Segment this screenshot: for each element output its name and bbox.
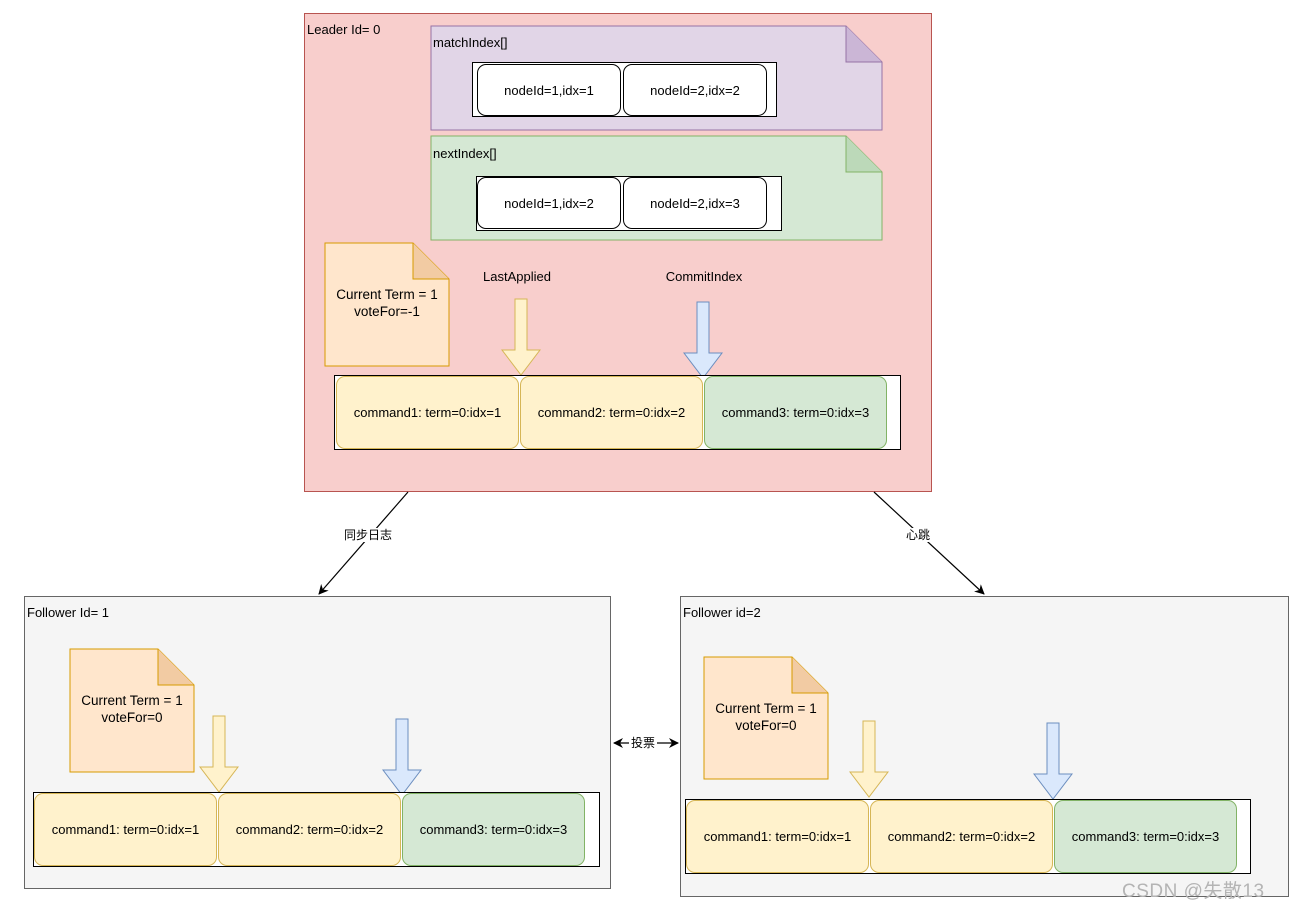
follower-1-last-applied-arrow xyxy=(198,715,240,793)
match-index-title: matchIndex[] xyxy=(433,35,508,50)
watermark: CSDN @失散13 xyxy=(1122,881,1265,902)
leader-current-term: Current Term = 1 xyxy=(336,287,438,302)
follower-1-log-entry: command1: term=0:idx=1 xyxy=(34,793,217,866)
follower-2-commit-index-arrow xyxy=(1032,722,1074,800)
match-index-cell: nodeId=2,idx=2 xyxy=(623,64,767,116)
leader-log-entry: command2: term=0:idx=2 xyxy=(520,376,703,449)
next-index-title: nextIndex[] xyxy=(433,146,497,161)
match-index-cell: nodeId=1,idx=1 xyxy=(477,64,621,116)
leader-vote-for: voteFor=-1 xyxy=(354,304,420,319)
sync-log-label: 同步日志 xyxy=(342,528,395,542)
follower-1-commit-index-arrow xyxy=(381,718,423,796)
follower-2-log-entry: command1: term=0:idx=1 xyxy=(686,800,869,873)
next-index-cell: nodeId=1,idx=2 xyxy=(477,177,621,229)
follower-2-last-applied-arrow xyxy=(848,720,890,798)
follower-1-log-entry: command2: term=0:idx=2 xyxy=(218,793,401,866)
vote-label: 投票 xyxy=(629,736,658,750)
follower-2-state-note: Current Term = 1 voteFor=0 xyxy=(704,693,828,741)
follower-2-log-entry: command2: term=0:idx=2 xyxy=(870,800,1053,873)
last-applied-label: LastApplied xyxy=(483,268,551,284)
follower-2-current-term: Current Term = 1 xyxy=(715,701,817,716)
commit-index-arrow xyxy=(682,301,724,379)
follower-1-current-term: Current Term = 1 xyxy=(81,693,183,708)
next-index-cell: nodeId=2,idx=3 xyxy=(623,177,767,229)
follower-2-title: Follower id=2 xyxy=(683,605,761,620)
heartbeat-edge xyxy=(873,491,985,595)
follower-1-log-entry: command3: term=0:idx=3 xyxy=(402,793,585,866)
leader-log-entry: command1: term=0:idx=1 xyxy=(336,376,519,449)
follower-1-state-note: Current Term = 1 voteFor=0 xyxy=(70,685,194,733)
last-applied-arrow xyxy=(500,298,542,376)
follower-1-vote-for: voteFor=0 xyxy=(101,710,163,725)
sync-log-edge xyxy=(318,491,409,595)
follower-2-vote-for: voteFor=0 xyxy=(735,718,797,733)
leader-state-note: Current Term = 1 voteFor=-1 xyxy=(325,279,449,327)
follower-2-log-entry: command3: term=0:idx=3 xyxy=(1054,800,1237,873)
commit-index-label: CommitIndex xyxy=(665,268,743,284)
heartbeat-label: 心跳 xyxy=(904,528,933,542)
leader-log-entry: command3: term=0:idx=3 xyxy=(704,376,887,449)
follower-1-title: Follower Id= 1 xyxy=(27,605,110,620)
leader-title: Leader Id= 0 xyxy=(307,22,381,37)
